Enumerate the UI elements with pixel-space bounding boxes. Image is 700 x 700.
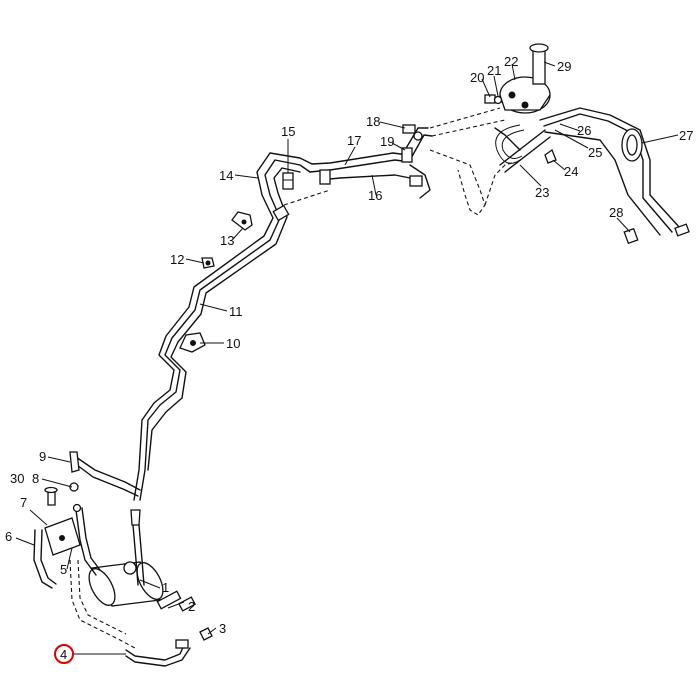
callout-25: 25 <box>588 145 602 160</box>
callout-16: 16 <box>368 188 382 203</box>
callout-27: 27 <box>679 128 693 143</box>
leader-lines <box>15 61 679 655</box>
callout-28: 28 <box>609 205 623 220</box>
callout-23: 23 <box>535 185 549 200</box>
hose-6 <box>33 529 57 589</box>
pipe-9-link <box>72 454 141 497</box>
callout-7: 7 <box>20 495 27 510</box>
hose-4 <box>125 639 191 667</box>
valve-block-7 <box>44 517 81 556</box>
callout-30: 30 <box>10 471 24 486</box>
rod-end-2 <box>178 596 196 612</box>
callout-3: 3 <box>219 621 226 636</box>
callout-20: 20 <box>470 70 484 85</box>
dashed-guides-upper <box>283 107 516 216</box>
clip-10 <box>179 332 206 353</box>
fitting-15 <box>282 172 294 190</box>
callout-4: 4 <box>60 647 67 662</box>
callout-2: 2 <box>188 599 195 614</box>
callout-1: 1 <box>162 580 169 595</box>
nut-3 <box>199 627 213 641</box>
pipe-run-main <box>133 152 313 501</box>
callout-11: 11 <box>229 304 243 319</box>
callout-8: 8 <box>32 471 39 486</box>
pipe-clip-27 <box>621 128 643 162</box>
callout-13: 13 <box>220 233 234 248</box>
callout-6: 6 <box>5 529 12 544</box>
callout-29: 29 <box>557 59 571 74</box>
callout-14: 14 <box>219 168 233 183</box>
fittings-16-17 <box>319 124 423 187</box>
highlight-ring-part-4 <box>54 644 74 664</box>
dashed-guides-lower <box>69 559 136 649</box>
clip-12 <box>201 257 215 269</box>
fittings-20-21 <box>484 94 503 105</box>
fitting-28 <box>623 223 690 245</box>
callout-22: 22 <box>504 54 518 69</box>
callout-12: 12 <box>170 252 184 267</box>
callout-10: 10 <box>226 336 240 351</box>
callout-labels: 1 2 3 4 5 6 7 8 9 10 11 12 13 14 15 16 1… <box>5 54 693 662</box>
callout-18: 18 <box>366 114 380 129</box>
callout-15: 15 <box>281 124 295 139</box>
callout-9: 9 <box>39 449 46 464</box>
callout-17: 17 <box>347 133 361 148</box>
clip-13 <box>231 211 253 231</box>
callout-19: 19 <box>380 134 394 149</box>
fittings-8-9-30 <box>44 451 141 526</box>
callout-24: 24 <box>564 164 578 179</box>
hose-loop-23 <box>495 124 525 164</box>
callout-26: 26 <box>577 123 591 138</box>
fitting-14 <box>272 204 290 222</box>
callout-5: 5 <box>60 562 67 577</box>
steering-valve-22 <box>499 43 551 114</box>
hoses-lower-left <box>75 507 145 586</box>
callout-21: 21 <box>487 63 501 78</box>
